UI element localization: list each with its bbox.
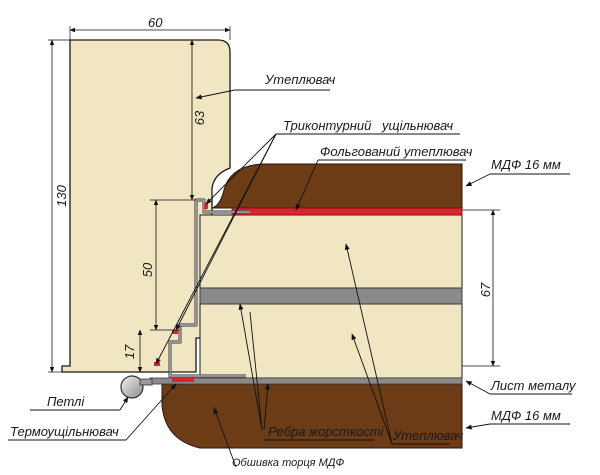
- mdf-panel-bottom: [161, 383, 463, 449]
- thermo-seal-strip: [172, 378, 194, 382]
- label-triple-seal-b: ущільнювач: [381, 118, 453, 133]
- label-stiffener-ribs: Ребра жорсткості: [268, 424, 385, 439]
- label-insulation-bottom: Утеплювач: [392, 428, 463, 443]
- mdf-panel-top: [211, 163, 463, 209]
- dim-height-total: 130: [54, 184, 69, 206]
- label-mdf-bottom: МДФ 16 мм: [491, 408, 561, 423]
- metal-sheet-layer: [149, 377, 463, 385]
- label-thermo-seal: Термоущільнювач: [10, 424, 119, 439]
- label-mdf-top: МДФ 16 мм: [491, 157, 561, 172]
- stiffener-rib: [199, 287, 463, 305]
- foil-insulation-layer: [231, 207, 463, 216]
- dim-height-mid: 50: [140, 262, 155, 277]
- label-hinges: Петлі: [47, 394, 85, 409]
- seal-mark-top: [204, 203, 208, 209]
- door-frame-profile: [61, 39, 231, 373]
- dim-width-top: 60: [148, 15, 163, 30]
- dim-height-upper: 63: [192, 110, 207, 125]
- hinge-plate: [139, 378, 153, 386]
- seal-mark-mid: [172, 330, 178, 334]
- label-mdf-edge-trim: Обшивка торця МДФ: [232, 457, 345, 469]
- hinge-icon: [120, 375, 144, 399]
- label-metal-sheet: Лист металу: [490, 378, 577, 393]
- dim-leaf-thickness: 67: [478, 282, 493, 297]
- label-insulation-top: Утеплювач: [264, 72, 335, 87]
- label-triple-seal-a: Триконтурний: [283, 118, 371, 133]
- label-foil-insulation: Фольгований утеплювач: [320, 144, 473, 159]
- dim-height-low: 17: [122, 344, 137, 359]
